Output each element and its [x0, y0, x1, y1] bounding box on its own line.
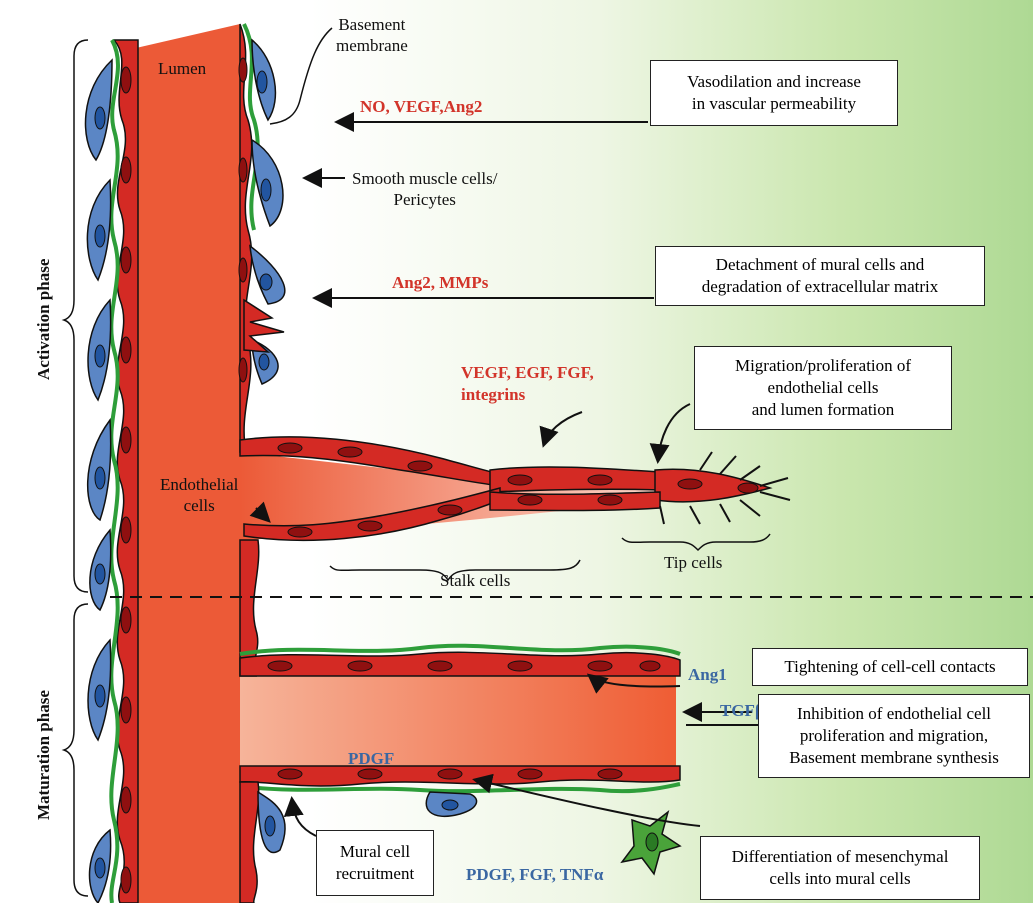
vessel-lumen — [136, 24, 240, 903]
lumen-label: Lumen — [158, 58, 206, 79]
right-wall-bottom — [240, 782, 259, 903]
vasodilation-box: Vasodilation and increase in vascular pe… — [650, 60, 898, 126]
smooth-muscle-label: Smooth muscle cells/ Pericytes — [352, 168, 497, 210]
tightening-box: Tightening of cell-cell contacts — [752, 648, 1028, 686]
activation-phase-label: Activation phase — [34, 259, 54, 380]
maturation-branch-lumen — [240, 676, 676, 766]
tip-cells-brace — [622, 534, 770, 550]
factor-pdgf: PDGF — [348, 748, 394, 769]
activation-brace — [64, 40, 88, 592]
endothelial-cells-label: Endothelial cells — [160, 474, 238, 516]
left-basement-membrane — [111, 40, 118, 903]
factor-ang2-mmps: Ang2, MMPs — [392, 272, 488, 293]
mural-recruitment-box: Mural cell recruitment — [316, 830, 434, 896]
tip-cells-label: Tip cells — [664, 552, 722, 573]
detachment-box: Detachment of mural cells and degradatio… — [655, 246, 985, 306]
differentiation-box: Differentiation of mesenchymal cells int… — [700, 836, 980, 900]
maturation-brace — [64, 604, 88, 896]
detaching-cell-projections — [244, 300, 284, 352]
factor-integrins: integrins — [461, 384, 525, 405]
factor-ang1: Ang1 — [688, 664, 727, 685]
factor-no-vegf-ang2: NO, VEGF,Ang2 — [360, 96, 482, 117]
basement-membrane-pointer — [270, 28, 332, 124]
migration-box: Migration/proliferation of endothelial c… — [694, 346, 952, 430]
maturation-phase-label: Maturation phase — [34, 690, 54, 820]
factor-vegf-egf-fgf: VEGF, EGF, FGF, — [461, 362, 594, 383]
inhibition-box: Inhibition of endothelial cell prolifera… — [758, 694, 1030, 778]
stalk-cells-label: Stalk cells — [440, 570, 510, 591]
factor-pdgf-fgf-tnfa: PDGF, FGF, TNFα — [466, 864, 603, 885]
maturation-upper-wall — [240, 652, 680, 676]
basement-membrane-label: Basement membrane — [336, 14, 408, 56]
